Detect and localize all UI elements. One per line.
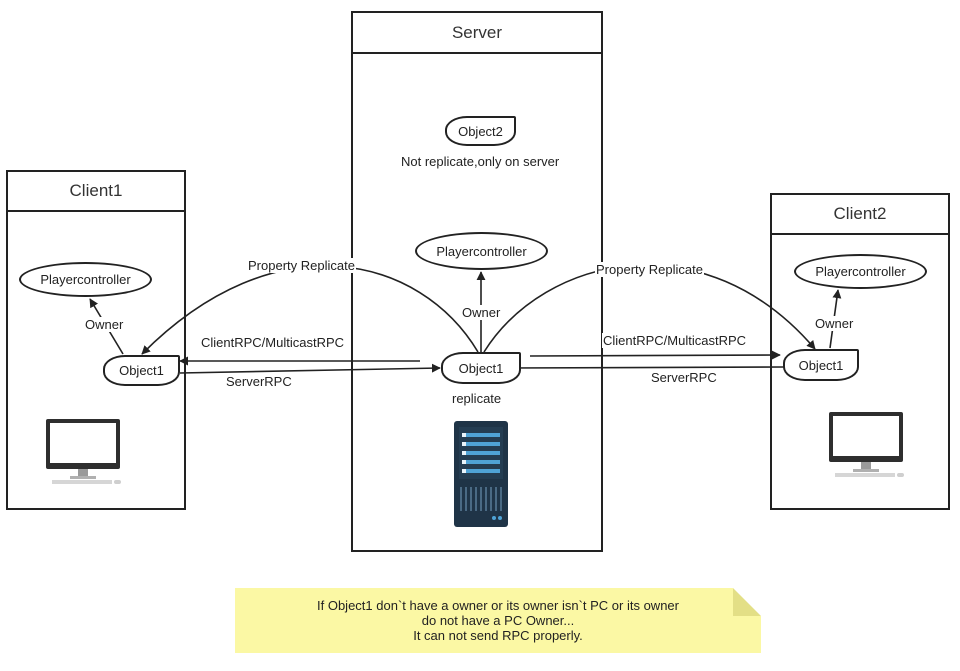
client1-owner-label: Owner: [84, 317, 125, 332]
note-line-2: do not have a PC Owner...: [421, 613, 575, 628]
server-tower-icon: [454, 421, 508, 527]
note-line-1: If Object1 don`t have a owner or its own…: [317, 598, 679, 613]
right-server-rpc-label: ServerRPC: [651, 370, 717, 385]
server-object1-node[interactable]: Object1: [441, 352, 521, 384]
sticky-note: If Object1 don`t have a owner or its own…: [235, 588, 761, 653]
client1-title: Client1: [8, 172, 184, 212]
client2-owner-label: Owner: [814, 316, 855, 331]
client2-object1-node[interactable]: Object1: [783, 349, 859, 381]
server-playercontroller-node[interactable]: Playercontroller: [415, 232, 548, 270]
left-property-replicate-label: Property Replicate: [247, 258, 356, 273]
note-line-3: It can not send RPC properly.: [413, 628, 583, 643]
client1-monitor-icon: [46, 419, 121, 484]
client2-title: Client2: [772, 195, 948, 235]
client2-playercontroller-node[interactable]: Playercontroller: [794, 254, 927, 289]
server-object2-node[interactable]: Object2: [445, 116, 516, 146]
client2-monitor-icon: [829, 412, 904, 477]
server-title: Server: [353, 13, 601, 54]
right-property-replicate-label: Property Replicate: [595, 262, 704, 277]
server-replicate-label: replicate: [452, 391, 502, 406]
left-client-rpc-label: ClientRPC/MulticastRPC: [200, 335, 346, 350]
left-server-rpc-label: ServerRPC: [226, 374, 292, 389]
client1-playercontroller-node[interactable]: Playercontroller: [19, 262, 152, 297]
client1-object1-node[interactable]: Object1: [103, 355, 180, 386]
server-object2-note: Not replicate,only on server: [401, 154, 560, 169]
server-owner-label: Owner: [461, 305, 502, 320]
note-folded-corner: [733, 588, 761, 616]
right-client-rpc-label: ClientRPC/MulticastRPC: [602, 333, 748, 348]
